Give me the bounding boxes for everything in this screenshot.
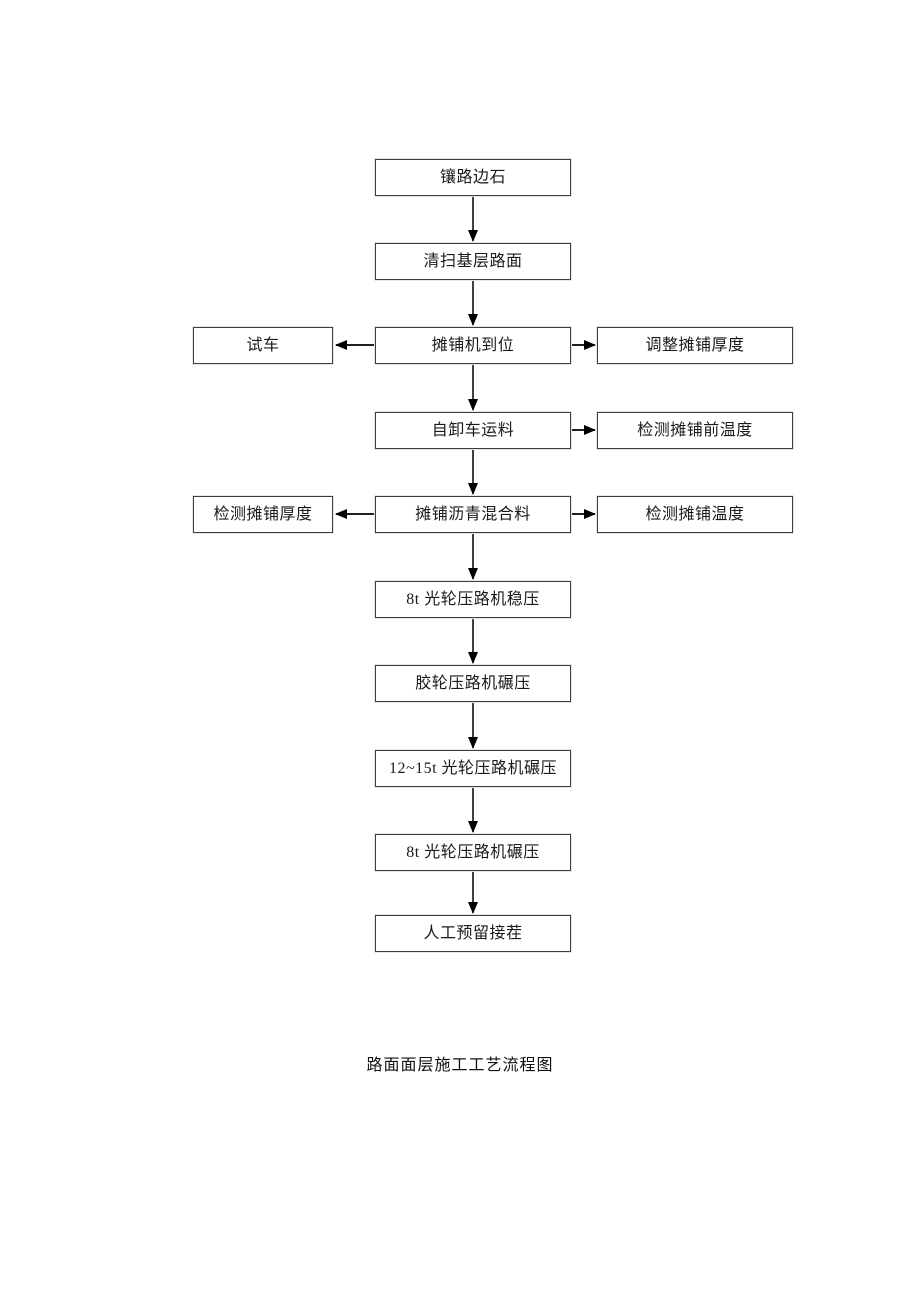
flow-node-adjust-thickness: 调整摊铺厚度 <box>597 327 793 364</box>
flow-node-label: 摊铺机到位 <box>431 336 515 354</box>
flow-node-label: 8t 光轮压路机碾压 <box>406 843 540 861</box>
flow-node-test-run: 试车 <box>193 327 333 364</box>
flow-node-install-curb: 镶路边石 <box>375 159 571 196</box>
flow-node-roller-12-15t: 12~15t 光轮压路机碾压 <box>375 750 571 787</box>
flow-node-pave-asphalt-mix: 摊铺沥青混合料 <box>375 496 571 533</box>
flow-node-label: 调整摊铺厚度 <box>645 336 745 354</box>
flow-node-roller-8t-stabilize: 8t 光轮压路机稳压 <box>375 581 571 618</box>
diagram-caption: 路面面层施工工艺流程图 <box>366 1057 554 1074</box>
flow-node-dump-truck-haul: 自卸车运料 <box>375 412 571 449</box>
flow-node-paver-in-place: 摊铺机到位 <box>375 327 571 364</box>
flow-node-rubber-tire-roller: 胶轮压路机碾压 <box>375 665 571 702</box>
flow-node-clean-base: 清扫基层路面 <box>375 243 571 280</box>
flow-node-label: 镶路边石 <box>439 168 506 186</box>
flow-node-label: 检测摊铺前温度 <box>637 421 753 439</box>
flow-node-label: 胶轮压路机碾压 <box>415 674 531 692</box>
flow-node-label: 8t 光轮压路机稳压 <box>406 590 540 608</box>
flow-node-label: 检测摊铺温度 <box>645 505 745 523</box>
flow-node-label: 摊铺沥青混合料 <box>415 505 531 523</box>
flow-node-check-paving-temp: 检测摊铺温度 <box>597 496 793 533</box>
flow-node-roller-8t-final: 8t 光轮压路机碾压 <box>375 834 571 871</box>
flow-node-check-thickness: 检测摊铺厚度 <box>193 496 333 533</box>
flow-node-label: 12~15t 光轮压路机碾压 <box>388 759 558 777</box>
flow-node-check-temp-before: 检测摊铺前温度 <box>597 412 793 449</box>
flow-node-manual-joint: 人工预留接茬 <box>375 915 571 952</box>
flow-node-label: 自卸车运料 <box>431 421 515 439</box>
flow-node-label: 人工预留接茬 <box>423 924 523 942</box>
flow-node-label: 清扫基层路面 <box>423 252 523 270</box>
flow-node-label: 试车 <box>246 336 280 354</box>
flow-node-label: 检测摊铺厚度 <box>213 505 313 523</box>
